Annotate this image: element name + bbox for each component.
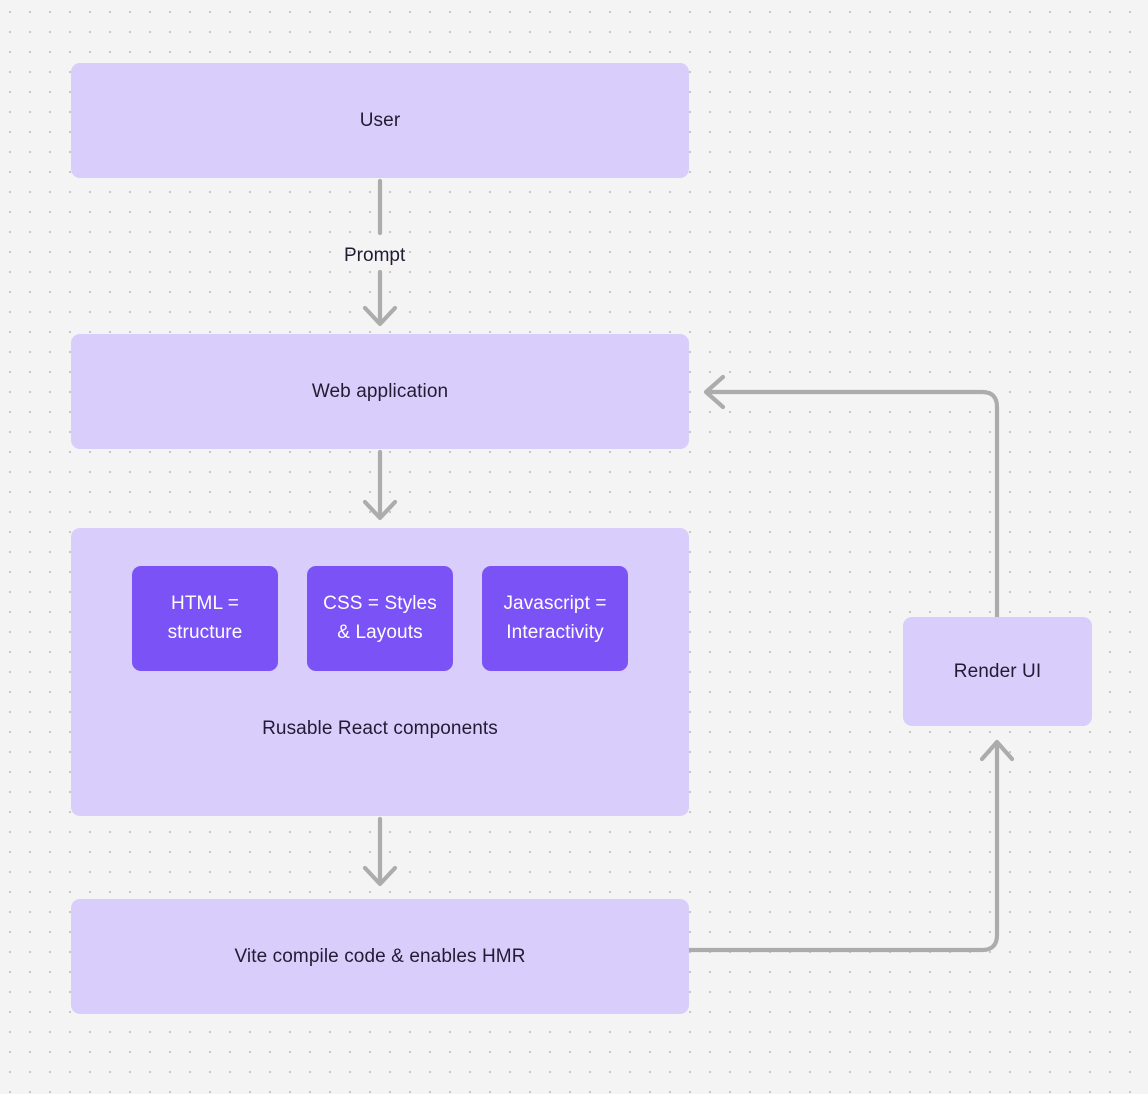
node-user-label: User — [359, 109, 401, 131]
chip-html-label: HTML = structure — [167, 592, 243, 643]
chip-javascript[interactable]: Javascript = Interactivity — [482, 566, 628, 671]
node-render-ui-label: Render UI — [953, 660, 1042, 682]
node-components-container[interactable]: HTML = structure CSS = Styles & Layouts … — [71, 528, 689, 816]
edge-label-prompt: Prompt — [344, 245, 406, 266]
chip-javascript-label: Javascript = Interactivity — [503, 592, 607, 643]
chip-row: HTML = structure CSS = Styles & Layouts … — [71, 566, 689, 671]
arrowhead-vite-to-render — [979, 739, 1015, 762]
chip-css[interactable]: CSS = Styles & Layouts — [307, 566, 453, 671]
node-vite-label: Vite compile code & enables HMR — [234, 945, 526, 967]
chip-css-label: CSS = Styles & Layouts — [323, 592, 437, 643]
arrowhead-render-to-webapp — [703, 374, 726, 410]
node-web-application-label: Web application — [311, 380, 449, 402]
components-caption: Rusable React components — [262, 718, 498, 739]
arrowhead-prompt-to-webapp — [362, 305, 398, 327]
chip-html[interactable]: HTML = structure — [132, 566, 278, 671]
node-render-ui[interactable]: Render UI — [903, 617, 1092, 726]
node-vite[interactable]: Vite compile code & enables HMR — [71, 899, 689, 1014]
arrowhead-components-to-vite — [362, 865, 398, 887]
node-web-application[interactable]: Web application — [71, 334, 689, 449]
arrowhead-webapp-to-components — [362, 499, 398, 521]
edge-vite-to-render — [686, 741, 1000, 953]
node-user[interactable]: User — [71, 63, 689, 178]
edge-render-to-webapp — [705, 389, 1000, 620]
